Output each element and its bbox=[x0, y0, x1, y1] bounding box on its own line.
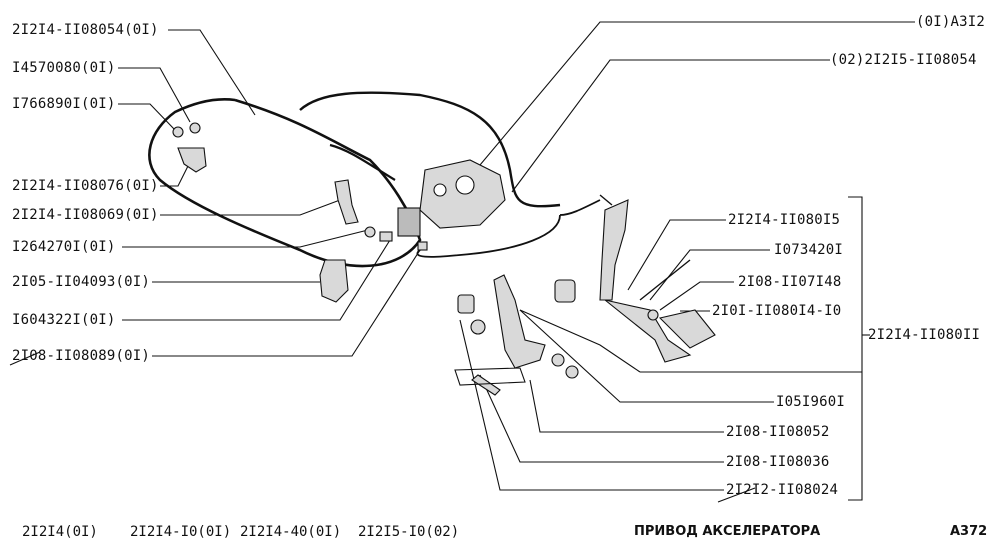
part-label: I264270I(0I) bbox=[12, 239, 116, 255]
model-code: 2I2I4-I0(0I) bbox=[130, 524, 232, 540]
part-label: I604322I(0I) bbox=[12, 312, 116, 328]
part-label: 2I08-II07I48 bbox=[738, 274, 842, 290]
part-label: 2I05-II04093(0I) bbox=[12, 274, 151, 290]
leader-line bbox=[479, 21, 915, 166]
underline-bar bbox=[717, 487, 756, 503]
leader-line bbox=[519, 309, 641, 373]
page-code: A372 bbox=[950, 524, 988, 539]
part-label: 2I2I4-II08076(0I) bbox=[12, 178, 159, 194]
pedal-assembly bbox=[457, 199, 716, 396]
leader-line bbox=[160, 199, 341, 216]
spring-outline bbox=[454, 367, 526, 386]
part-label: 2I2I4-II08054(0I) bbox=[12, 22, 159, 38]
part-label: 2I08-II08036 bbox=[726, 454, 830, 470]
part-label: I05I960I bbox=[776, 394, 846, 410]
part-label: 2I2I4-II080II bbox=[868, 327, 981, 343]
part-label: 2I2I2-II08024 bbox=[726, 482, 839, 498]
part-label: I4570080(0I) bbox=[12, 60, 116, 76]
cable bbox=[559, 199, 601, 216]
part-label: I766890I(0I) bbox=[12, 96, 116, 112]
part-label: 2I2I4-II08069(0I) bbox=[12, 207, 159, 223]
cable bbox=[329, 143, 396, 181]
cable bbox=[299, 91, 561, 208]
model-code: 2I2I4(0I) bbox=[22, 524, 98, 540]
bracket-part bbox=[172, 122, 576, 303]
cable bbox=[416, 214, 561, 258]
diagram-title: ПРИВОД АКСЕЛЕРАТОРА bbox=[634, 524, 821, 539]
part-label: 2I0I-II080I4-I0 bbox=[712, 303, 842, 319]
leader-line bbox=[659, 281, 734, 311]
part-label: 2I2I4-II080I5 bbox=[728, 212, 841, 228]
model-code: 2I2I5-I0(02) bbox=[358, 524, 460, 540]
leader-line bbox=[459, 319, 724, 491]
cable bbox=[599, 194, 613, 206]
cable bbox=[639, 259, 691, 301]
part-label: (02)2I2I5-II08054 bbox=[830, 52, 977, 68]
leader-line bbox=[152, 249, 421, 357]
leader-line bbox=[519, 309, 774, 403]
throttle-body bbox=[397, 159, 506, 237]
leader-line bbox=[479, 374, 724, 463]
leader-line bbox=[122, 239, 391, 321]
leader-line bbox=[649, 249, 770, 301]
part-label: I073420I bbox=[774, 242, 844, 258]
leader-line bbox=[118, 103, 176, 131]
leader-line bbox=[118, 67, 191, 123]
part-label: (0I)A3I2 bbox=[916, 14, 986, 30]
part-label: 2I08-II08052 bbox=[726, 424, 830, 440]
bracket bbox=[848, 196, 863, 501]
cable bbox=[148, 98, 422, 268]
leader-line bbox=[511, 59, 830, 193]
leader-line bbox=[122, 229, 369, 248]
model-code: 2I2I4-40(0I) bbox=[240, 524, 342, 540]
part-label: 2I08-II08089(0I) bbox=[12, 348, 151, 364]
leader-line bbox=[627, 219, 726, 291]
leader-line bbox=[529, 379, 724, 433]
underline-bar bbox=[9, 351, 41, 366]
leader-line bbox=[168, 29, 256, 116]
